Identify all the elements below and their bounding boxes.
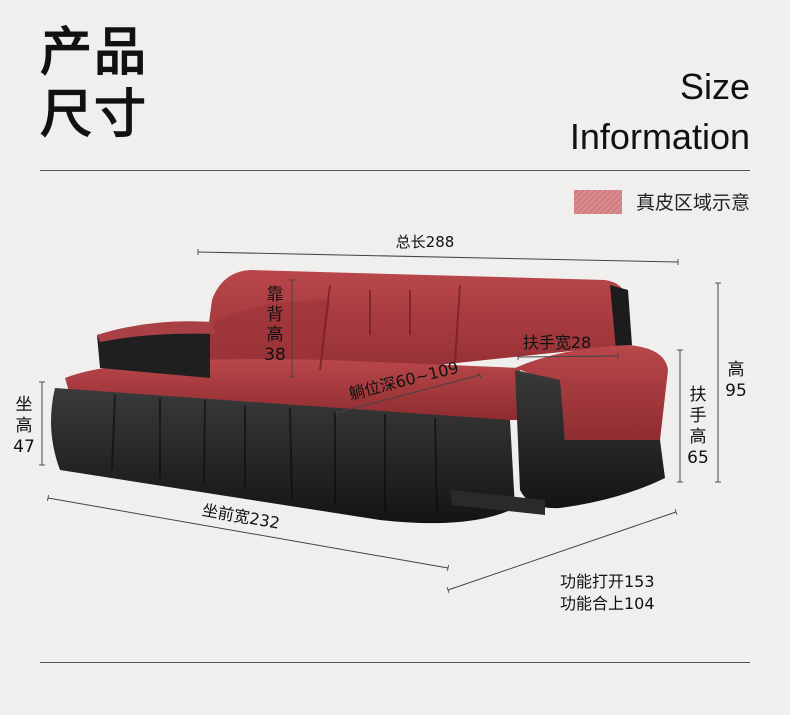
left-arm-top-red bbox=[97, 321, 215, 342]
svg-text:95: 95 bbox=[725, 381, 747, 401]
depth-line bbox=[446, 509, 678, 593]
seat-front-black bbox=[51, 388, 515, 524]
legend-label: 真皮区域示意 bbox=[635, 192, 750, 214]
title-line-2: 尺寸 bbox=[40, 85, 149, 145]
seat-height-label: 坐 高 47 bbox=[13, 395, 35, 457]
title-en-line-1: Size bbox=[679, 66, 750, 107]
right-back-frame bbox=[610, 285, 632, 350]
right-arm-black bbox=[515, 370, 665, 509]
total-length-line bbox=[197, 248, 679, 266]
leather-swatch bbox=[573, 189, 622, 214]
svg-text:高: 高 bbox=[728, 360, 745, 380]
svg-text:高: 高 bbox=[690, 427, 707, 447]
page-title-en: Size Information bbox=[570, 62, 750, 162]
armrest-width-label: 扶手宽28 bbox=[523, 333, 591, 352]
svg-text:靠: 靠 bbox=[267, 285, 284, 305]
svg-text:手: 手 bbox=[690, 406, 707, 426]
function-open-label: 功能打开153 bbox=[560, 572, 655, 591]
title-en-line-2: Information bbox=[569, 116, 750, 157]
total-length-label: 总长288 bbox=[396, 233, 455, 251]
back-tufting-lines bbox=[319, 284, 461, 371]
top-divider bbox=[40, 170, 750, 171]
armrest-height-label: 扶 手 高 65 bbox=[687, 385, 709, 468]
svg-text:高: 高 bbox=[16, 416, 33, 436]
function-closed-label: 功能合上104 bbox=[560, 594, 655, 613]
right-arm-red bbox=[515, 345, 668, 440]
bottom-divider bbox=[40, 662, 750, 663]
svg-text:38: 38 bbox=[264, 345, 286, 365]
leather-legend: 真皮区域示意 bbox=[573, 188, 750, 215]
footrest-mechanism bbox=[450, 490, 545, 515]
seat-front-width-label: 坐前宽232 bbox=[201, 500, 282, 532]
svg-text:65: 65 bbox=[687, 448, 709, 468]
svg-text:坐: 坐 bbox=[16, 395, 33, 415]
armrest-width-line bbox=[517, 352, 619, 361]
dimension-lines bbox=[39, 248, 721, 593]
title-line-1: 产品 bbox=[40, 23, 149, 83]
total-height-label: 高 95 bbox=[725, 360, 747, 401]
svg-text:背: 背 bbox=[267, 305, 284, 325]
seat-front-width-line bbox=[47, 494, 449, 572]
svg-text:高: 高 bbox=[267, 325, 284, 345]
lying-depth-line bbox=[334, 371, 482, 417]
back-height-label: 靠 背 高 38 bbox=[264, 285, 286, 365]
svg-text:47: 47 bbox=[13, 437, 35, 457]
svg-text:扶: 扶 bbox=[690, 385, 707, 405]
page-title-cn: 产品 尺寸 bbox=[40, 22, 148, 146]
